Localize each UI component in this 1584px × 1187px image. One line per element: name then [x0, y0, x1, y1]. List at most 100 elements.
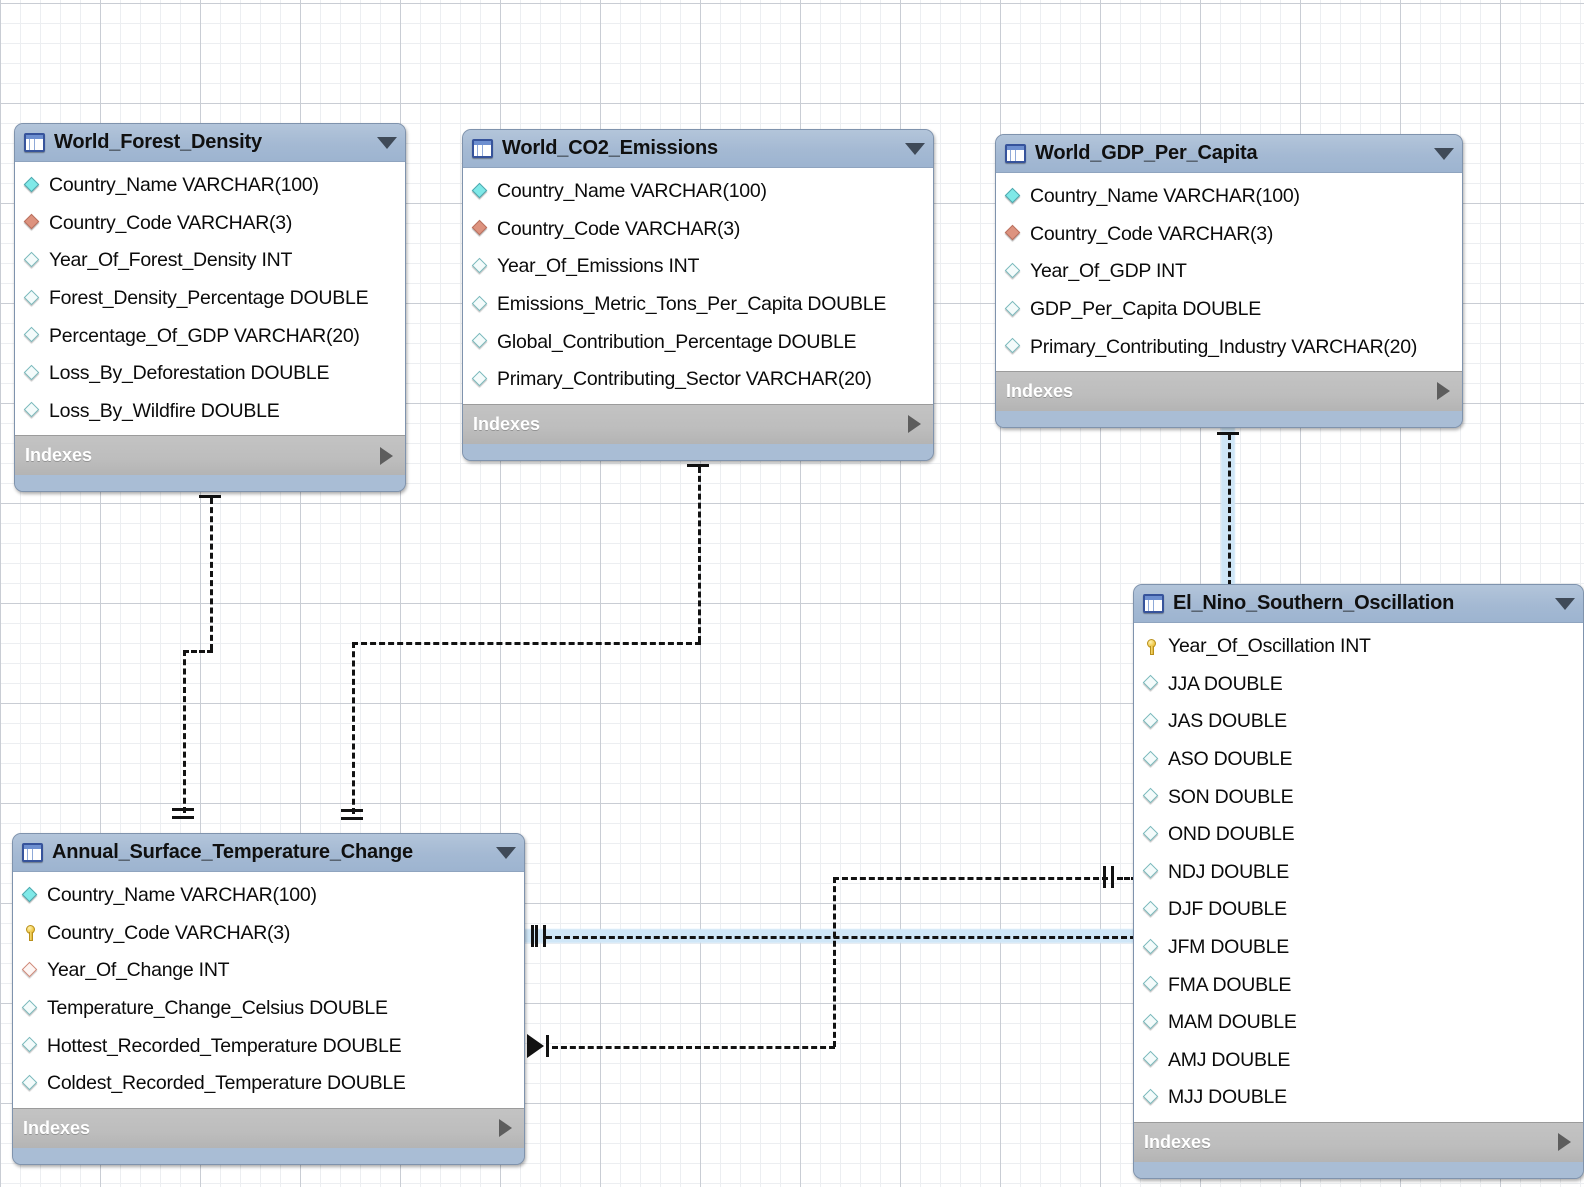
- table-column[interactable]: Global_Contribution_Percentage DOUBLE: [463, 323, 933, 361]
- table-column[interactable]: Year_Of_Forest_Density INT: [15, 242, 405, 280]
- table-column[interactable]: Percentage_Of_GDP VARCHAR(20): [15, 317, 405, 355]
- table-column[interactable]: Country_Code VARCHAR(3): [463, 211, 933, 249]
- connector-segment: [210, 498, 213, 650]
- table-world-gdp-per-capita[interactable]: World_GDP_Per_Capita Country_Name VARCHA…: [995, 134, 1463, 428]
- table-column[interactable]: Primary_Contributing_Sector VARCHAR(20): [463, 361, 933, 399]
- chevron-right-icon[interactable]: [380, 446, 393, 465]
- column-label: DJF DOUBLE: [1168, 898, 1287, 921]
- table-column[interactable]: JAS DOUBLE: [1134, 703, 1583, 741]
- table-footer: [13, 1147, 524, 1164]
- chevron-down-icon[interactable]: [905, 142, 925, 155]
- indexes-bar[interactable]: Indexes: [1134, 1121, 1583, 1162]
- table-column[interactable]: OND DOUBLE: [1134, 816, 1583, 854]
- column-label: Country_Code VARCHAR(3): [1030, 222, 1274, 245]
- table-column[interactable]: Hottest_Recorded_Temperature DOUBLE: [13, 1027, 524, 1065]
- table-footer: [996, 410, 1462, 427]
- diamond-icon: [1143, 826, 1161, 844]
- indexes-bar[interactable]: Indexes: [13, 1107, 524, 1148]
- table-columns: Country_Name VARCHAR(100) Country_Code V…: [996, 173, 1462, 371]
- table-column[interactable]: GDP_Per_Capita DOUBLE: [996, 291, 1462, 329]
- chevron-down-icon[interactable]: [496, 846, 516, 859]
- connector-segment: [183, 650, 213, 653]
- chevron-down-icon[interactable]: [377, 136, 397, 149]
- table-icon: [24, 133, 45, 152]
- chevron-right-icon[interactable]: [499, 1119, 512, 1138]
- chevron-right-icon[interactable]: [908, 415, 921, 434]
- table-column[interactable]: Loss_By_Wildfire DOUBLE: [15, 393, 405, 431]
- chevron-down-icon[interactable]: [1434, 147, 1454, 160]
- table-column[interactable]: Temperature_Change_Celsius DOUBLE: [13, 990, 524, 1028]
- table-column[interactable]: Year_Of_Oscillation INT: [1134, 628, 1583, 666]
- indexes-bar[interactable]: Indexes: [996, 370, 1462, 411]
- table-column[interactable]: FMA DOUBLE: [1134, 966, 1583, 1004]
- column-label: JFM DOUBLE: [1168, 936, 1290, 959]
- table-column[interactable]: Country_Name VARCHAR(100): [463, 173, 933, 211]
- table-column[interactable]: NDJ DOUBLE: [1134, 854, 1583, 892]
- table-icon: [472, 139, 493, 158]
- indexes-bar[interactable]: Indexes: [463, 403, 933, 444]
- table-header[interactable]: World_CO2_Emissions: [463, 130, 933, 168]
- table-column[interactable]: Coldest_Recorded_Temperature DOUBLE: [13, 1065, 524, 1103]
- table-title: El_Nino_Southern_Oscillation: [1173, 592, 1455, 614]
- table-world-forest-density[interactable]: World_Forest_Density Country_Name VARCHA…: [14, 123, 406, 493]
- column-label: Country_Name VARCHAR(100): [47, 884, 317, 907]
- table-header[interactable]: World_GDP_Per_Capita: [996, 135, 1462, 173]
- table-column[interactable]: SON DOUBLE: [1134, 778, 1583, 816]
- column-label: Hottest_Recorded_Temperature DOUBLE: [47, 1034, 402, 1057]
- table-column[interactable]: Country_Name VARCHAR(100): [13, 877, 524, 915]
- chevron-right-icon[interactable]: [1437, 382, 1450, 401]
- indexes-label: Indexes: [1006, 380, 1074, 401]
- diamond-icon: [22, 962, 40, 980]
- column-label: Year_Of_Forest_Density INT: [49, 249, 293, 272]
- table-header[interactable]: Annual_Surface_Temperature_Change: [13, 834, 524, 872]
- table-column[interactable]: Country_Code VARCHAR(3): [15, 205, 405, 243]
- table-column[interactable]: Country_Code VARCHAR(3): [13, 915, 524, 953]
- table-columns: Country_Name VARCHAR(100) Country_Code V…: [15, 162, 405, 436]
- table-title: World_Forest_Density: [54, 131, 262, 153]
- column-label: Loss_By_Deforestation DOUBLE: [49, 362, 330, 385]
- column-label: MJJ DOUBLE: [1168, 1086, 1287, 1109]
- connector-segment: [546, 936, 1136, 939]
- table-column[interactable]: Year_Of_GDP INT: [996, 253, 1462, 291]
- column-label: Temperature_Change_Celsius DOUBLE: [47, 997, 388, 1020]
- diamond-icon: [24, 290, 42, 308]
- connector-segment: [183, 650, 186, 813]
- table-world-co2-emissions[interactable]: World_CO2_Emissions Country_Name VARCHAR…: [462, 129, 934, 461]
- table-column[interactable]: JJA DOUBLE: [1134, 666, 1583, 704]
- table-annual-surface-temperature-change[interactable]: Annual_Surface_Temperature_Change Countr…: [12, 833, 525, 1165]
- table-column[interactable]: MJJ DOUBLE: [1134, 1079, 1583, 1117]
- table-column[interactable]: Emissions_Metric_Tons_Per_Capita DOUBLE: [463, 286, 933, 324]
- diamond-icon: [1143, 751, 1161, 769]
- table-column[interactable]: Year_Of_Emissions INT: [463, 248, 933, 286]
- diamond-icon: [1143, 1014, 1161, 1032]
- column-label: AMJ DOUBLE: [1168, 1048, 1291, 1071]
- column-label: GDP_Per_Capita DOUBLE: [1030, 298, 1262, 321]
- table-column[interactable]: AMJ DOUBLE: [1134, 1042, 1583, 1080]
- table-column[interactable]: DJF DOUBLE: [1134, 891, 1583, 929]
- column-label: Primary_Contributing_Industry VARCHAR(20…: [1030, 335, 1418, 358]
- key-icon: [22, 924, 40, 942]
- indexes-bar[interactable]: Indexes: [15, 435, 405, 476]
- table-column[interactable]: Year_Of_Change INT: [13, 952, 524, 990]
- connector-segment: [1228, 434, 1231, 586]
- table-header[interactable]: El_Nino_Southern_Oscillation: [1134, 585, 1583, 623]
- diamond-icon: [472, 296, 490, 314]
- chevron-down-icon[interactable]: [1555, 597, 1575, 610]
- table-column[interactable]: Loss_By_Deforestation DOUBLE: [15, 355, 405, 393]
- table-column[interactable]: Country_Code VARCHAR(3): [996, 216, 1462, 254]
- table-column[interactable]: Forest_Density_Percentage DOUBLE: [15, 280, 405, 318]
- table-column[interactable]: MAM DOUBLE: [1134, 1004, 1583, 1042]
- table-column[interactable]: Primary_Contributing_Industry VARCHAR(20…: [996, 328, 1462, 366]
- table-el-nino-southern-oscillation[interactable]: El_Nino_Southern_Oscillation Year_Of_Osc…: [1133, 584, 1584, 1179]
- table-column[interactable]: Country_Name VARCHAR(100): [996, 178, 1462, 216]
- column-label: Primary_Contributing_Sector VARCHAR(20): [497, 368, 872, 391]
- connector-segment: [552, 1046, 835, 1049]
- table-header[interactable]: World_Forest_Density: [15, 124, 405, 162]
- table-column[interactable]: Country_Name VARCHAR(100): [15, 167, 405, 205]
- connector-highlight: [1221, 424, 1235, 586]
- table-column[interactable]: ASO DOUBLE: [1134, 741, 1583, 779]
- connector-segment: [833, 877, 836, 1047]
- table-column[interactable]: JFM DOUBLE: [1134, 929, 1583, 967]
- chevron-right-icon[interactable]: [1558, 1133, 1571, 1152]
